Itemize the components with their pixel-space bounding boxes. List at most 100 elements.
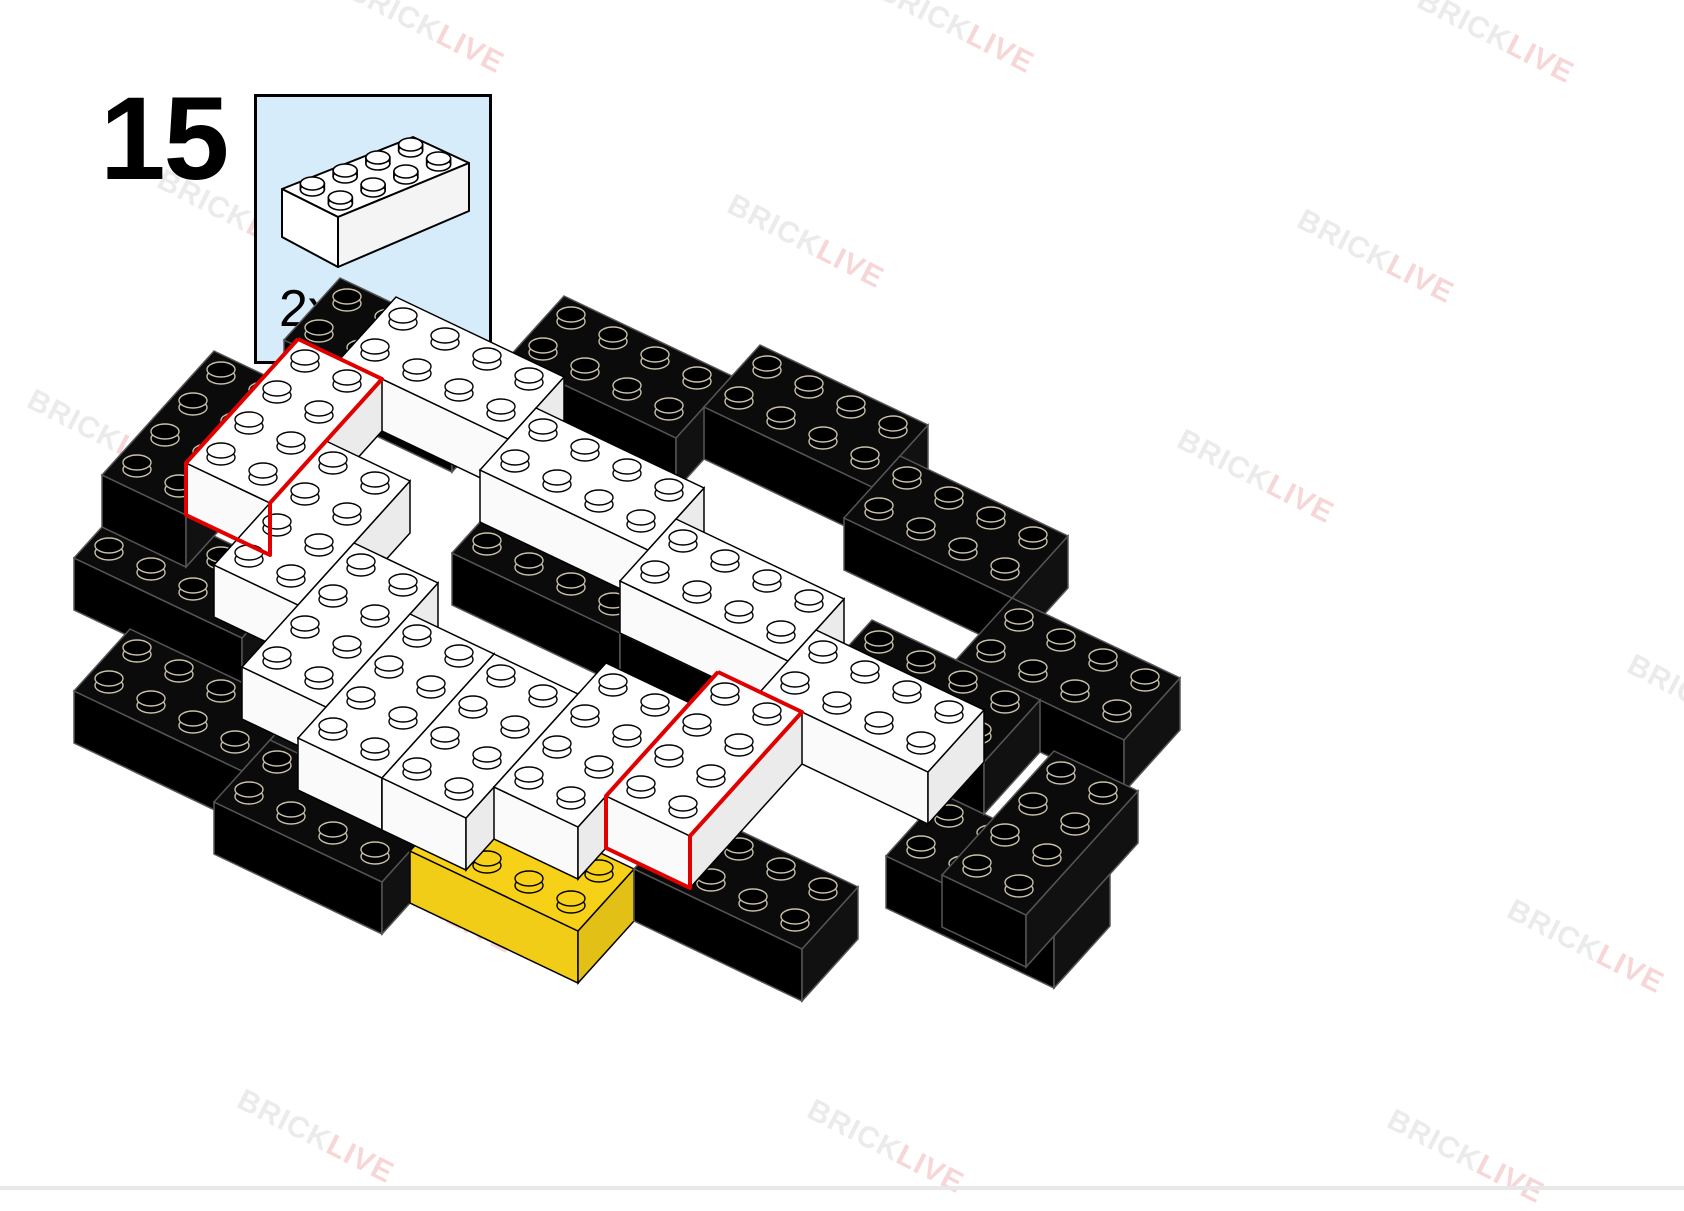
stud (556, 786, 586, 810)
stud (542, 469, 572, 493)
stud (1046, 628, 1076, 652)
stud (864, 711, 894, 735)
stud (472, 746, 502, 770)
stud (425, 151, 452, 172)
stud (934, 486, 964, 510)
stud (864, 497, 894, 521)
stud (752, 569, 782, 593)
stud (1032, 843, 1062, 867)
new-part-highlight (604, 670, 804, 890)
new-part-highlight (184, 337, 384, 557)
stud (1060, 812, 1090, 836)
stud (346, 686, 376, 710)
stud (304, 533, 334, 557)
stud (710, 549, 740, 573)
stud (248, 462, 278, 486)
stud (528, 337, 558, 361)
stud (234, 411, 264, 435)
stud (178, 392, 208, 416)
stud (850, 446, 880, 470)
stud (1102, 699, 1132, 723)
stud (514, 870, 544, 894)
stud (668, 795, 698, 819)
stud (94, 537, 124, 561)
stud (626, 509, 656, 533)
stud (136, 690, 166, 714)
stud (486, 398, 516, 422)
stud (752, 355, 782, 379)
stud (1088, 781, 1118, 805)
stud (304, 319, 334, 343)
stud (640, 560, 670, 584)
stud (458, 695, 488, 719)
stud (430, 726, 460, 750)
stud (990, 557, 1020, 581)
stud (164, 659, 194, 683)
stud (318, 821, 348, 845)
stud (696, 868, 726, 892)
parts-list-callout: 2x (254, 94, 492, 364)
stud (724, 600, 754, 624)
stud (1130, 668, 1160, 692)
stud (780, 671, 810, 695)
stud (397, 137, 424, 158)
brick (478, 407, 706, 604)
stud (276, 801, 306, 825)
stud (360, 841, 390, 865)
stud (262, 646, 292, 670)
stud (234, 781, 264, 805)
stud (430, 327, 460, 351)
stud (724, 733, 754, 757)
stud (444, 777, 474, 801)
stud (892, 466, 922, 490)
stud (332, 502, 362, 526)
brick (338, 296, 566, 493)
stud (626, 775, 656, 799)
brick (940, 750, 1140, 969)
stud (542, 735, 572, 759)
stud (500, 449, 530, 473)
stud (514, 367, 544, 391)
stud (500, 715, 530, 739)
stud (962, 854, 992, 878)
stud (206, 361, 236, 385)
stud (906, 835, 936, 859)
stud (808, 877, 838, 901)
stud (360, 177, 386, 198)
stud (990, 690, 1020, 714)
stud (934, 804, 964, 828)
stud (388, 706, 418, 730)
stud (864, 630, 894, 654)
stud (388, 573, 418, 597)
stud (682, 713, 712, 737)
stud (304, 666, 334, 690)
stud (570, 704, 600, 728)
stud (360, 471, 390, 495)
stud (892, 680, 922, 704)
stud (1004, 608, 1034, 632)
stud (948, 537, 978, 561)
brick-2x4-icon (281, 136, 470, 268)
stud (276, 564, 306, 588)
stud (136, 557, 166, 581)
stud (780, 908, 810, 932)
stud (570, 438, 600, 462)
stud (822, 691, 852, 715)
stud (598, 673, 628, 697)
stud (654, 397, 684, 421)
stud (1018, 526, 1048, 550)
stud (276, 431, 306, 455)
stud (794, 589, 824, 613)
stud (290, 482, 320, 506)
stud (696, 764, 726, 788)
stud (948, 670, 978, 694)
stud (1004, 874, 1034, 898)
stud (668, 529, 698, 553)
stud (640, 693, 670, 717)
stud (444, 378, 474, 402)
stud (318, 584, 348, 608)
stud (318, 451, 348, 475)
stud (178, 710, 208, 734)
stud (360, 604, 390, 628)
